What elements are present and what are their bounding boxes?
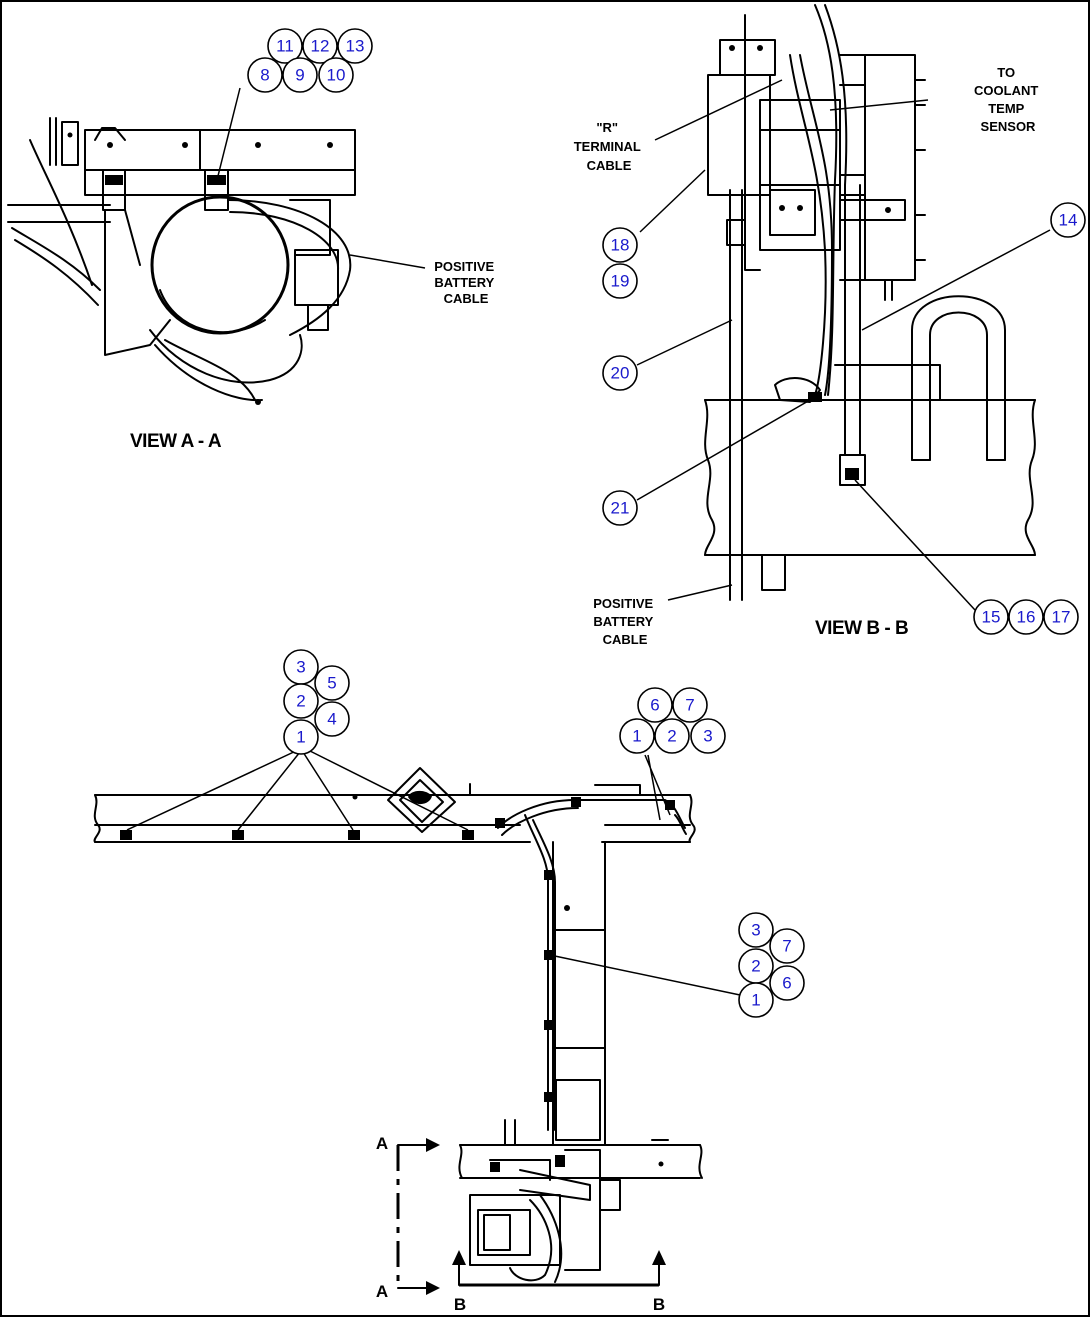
svg-text:11: 11 xyxy=(276,37,294,56)
callout-7[interactable]: 7 xyxy=(672,687,708,723)
view-a-title: VIEW A - A xyxy=(130,431,222,452)
svg-text:6: 6 xyxy=(650,696,659,715)
svg-text:7: 7 xyxy=(685,696,694,715)
callout-7[interactable]: 7 xyxy=(769,928,805,964)
section-a-bottom-label: A xyxy=(376,1282,388,1301)
svg-text:20: 20 xyxy=(611,364,630,383)
section-b-right-label: B xyxy=(653,1295,665,1314)
view-a-battery-cable-label: POSITIVE BATTERY CABLE xyxy=(434,259,498,306)
callout-3[interactable]: 3 xyxy=(738,912,774,948)
svg-text:4: 4 xyxy=(327,710,336,729)
svg-text:3: 3 xyxy=(751,921,760,940)
callout-3[interactable]: 3 xyxy=(690,718,726,754)
svg-text:2: 2 xyxy=(751,957,760,976)
svg-text:1: 1 xyxy=(296,728,305,747)
callout-4[interactable]: 4 xyxy=(314,701,350,737)
callout-9[interactable]: 9 xyxy=(282,57,318,93)
svg-text:3: 3 xyxy=(703,727,712,746)
callout-1[interactable]: 1 xyxy=(283,719,319,755)
svg-text:2: 2 xyxy=(296,692,305,711)
callout-14[interactable]: 14 xyxy=(1050,202,1086,238)
svg-text:12: 12 xyxy=(311,37,330,56)
view-b-battery-cable-label: POSITIVE BATTERY CABLE xyxy=(593,596,657,647)
callout-8[interactable]: 8 xyxy=(247,57,283,93)
callout-11[interactable]: 11 xyxy=(267,28,303,64)
view-a-drawing xyxy=(7,87,426,405)
svg-text:6: 6 xyxy=(782,974,791,993)
callout-2[interactable]: 2 xyxy=(738,948,774,984)
svg-text:8: 8 xyxy=(260,66,269,85)
callout-1[interactable]: 1 xyxy=(738,982,774,1018)
svg-text:17: 17 xyxy=(1052,608,1071,627)
callout-6[interactable]: 6 xyxy=(637,687,673,723)
callout-3[interactable]: 3 xyxy=(283,649,319,685)
callout-10[interactable]: 10 xyxy=(318,57,354,93)
callout-2[interactable]: 2 xyxy=(283,683,319,719)
view-b-title: VIEW B - B xyxy=(815,618,908,639)
section-b-left-label: B xyxy=(454,1295,466,1314)
svg-text:10: 10 xyxy=(327,66,346,85)
svg-text:15: 15 xyxy=(982,608,1001,627)
callout-19[interactable]: 19 xyxy=(602,263,638,299)
svg-text:14: 14 xyxy=(1059,211,1078,230)
callout-21[interactable]: 21 xyxy=(602,490,638,526)
svg-text:2: 2 xyxy=(667,727,676,746)
callout-6[interactable]: 6 xyxy=(769,965,805,1001)
section-a-top-label: A xyxy=(376,1134,388,1153)
callout-1[interactable]: 1 xyxy=(619,718,655,754)
callout-18[interactable]: 18 xyxy=(602,227,638,263)
svg-text:18: 18 xyxy=(611,236,630,255)
callout-2[interactable]: 2 xyxy=(654,718,690,754)
callout-12[interactable]: 12 xyxy=(302,28,338,64)
view-b-drawing xyxy=(636,4,1051,611)
callout-17[interactable]: 17 xyxy=(1043,599,1079,635)
callout-16[interactable]: 16 xyxy=(1008,599,1044,635)
svg-text:1: 1 xyxy=(751,991,760,1010)
svg-text:13: 13 xyxy=(346,37,365,56)
callout-5[interactable]: 5 xyxy=(314,665,350,701)
svg-text:5: 5 xyxy=(327,674,336,693)
callout-20[interactable]: 20 xyxy=(602,355,638,391)
svg-text:21: 21 xyxy=(611,499,630,518)
view-b-coolant-label: TO COOLANT TEMP SENSOR xyxy=(974,65,1042,134)
view-b-r-terminal-label: "R" TERMINAL CABLE xyxy=(574,120,645,173)
svg-text:19: 19 xyxy=(611,272,630,291)
callout-13[interactable]: 13 xyxy=(337,28,373,64)
svg-text:3: 3 xyxy=(296,658,305,677)
svg-text:16: 16 xyxy=(1017,608,1036,627)
svg-text:9: 9 xyxy=(295,66,304,85)
svg-text:1: 1 xyxy=(632,727,641,746)
svg-text:7: 7 xyxy=(782,937,791,956)
main-view-drawing xyxy=(93,749,741,1295)
callout-15[interactable]: 15 xyxy=(973,599,1009,635)
